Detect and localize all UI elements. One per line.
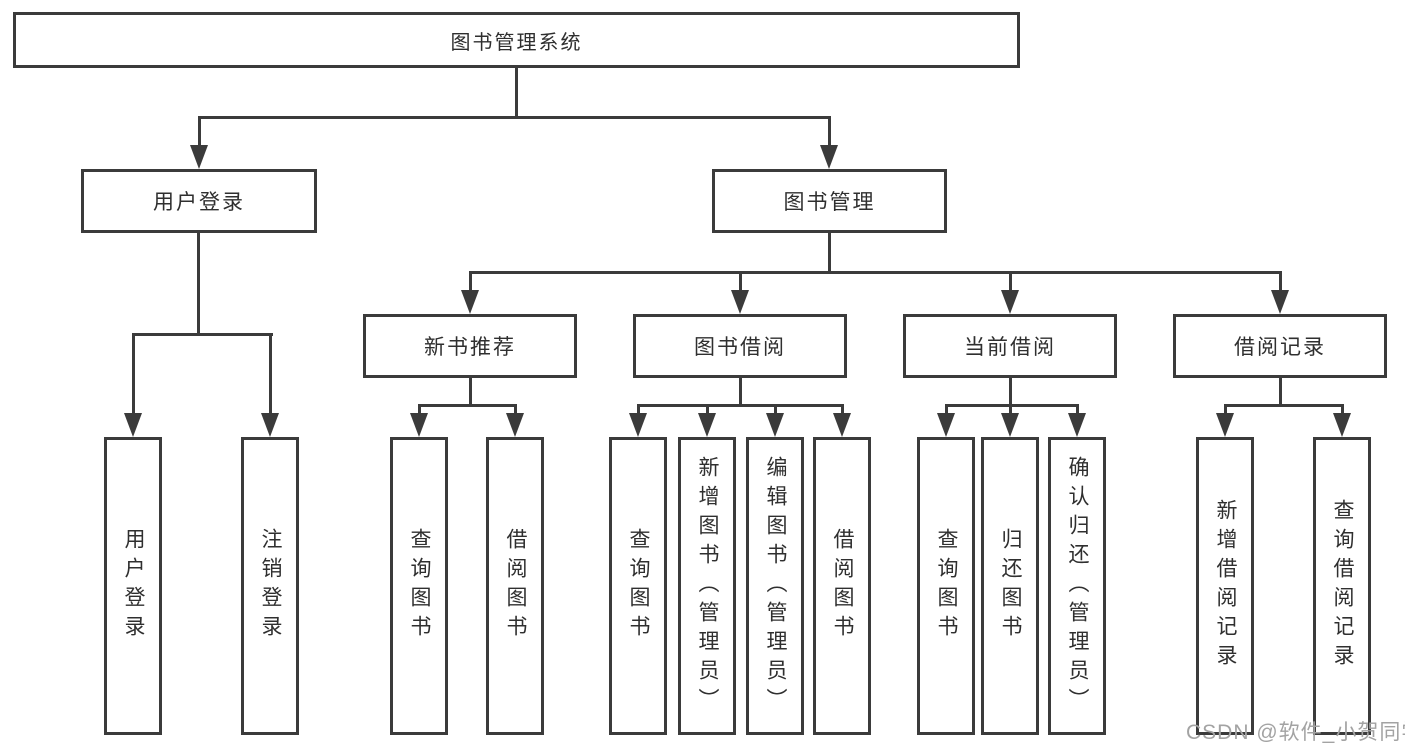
watermark: CSDN @软件_小贺同学 — [1186, 721, 1405, 744]
leaf-query-borrow-record: 查询借阅记录 — [1313, 437, 1371, 735]
line — [1341, 406, 1344, 416]
leaf-label: 查询图书 — [408, 528, 431, 644]
arrowhead-down-icon — [1216, 413, 1234, 437]
leaf-label: 查询借阅记录 — [1331, 499, 1354, 673]
arrowhead-down-icon — [410, 413, 428, 437]
leaf-label: 借阅图书 — [504, 528, 527, 644]
node-library-management-system: 图书管理系统 — [13, 12, 1020, 68]
arrowhead-down-icon — [1001, 413, 1019, 437]
arrowhead-down-icon — [1271, 290, 1289, 314]
leaf-label: 查询图书 — [627, 528, 650, 644]
leaf-add-books-admin: 新增图书（管理员） — [678, 437, 736, 735]
node-current-borrowing: 当前借阅 — [903, 314, 1117, 378]
line — [269, 334, 272, 414]
arrowhead-down-icon — [820, 145, 838, 169]
arrowhead-down-icon — [833, 413, 851, 437]
line — [418, 406, 421, 416]
arrowhead-down-icon — [698, 413, 716, 437]
node-label: 图书管理 — [783, 191, 876, 214]
line — [739, 378, 742, 407]
node-book-management: 图书管理 — [712, 169, 947, 233]
arrowhead-down-icon — [1333, 413, 1351, 437]
leaf-label: 用户登录 — [122, 528, 145, 644]
line — [1076, 406, 1079, 416]
line — [706, 406, 709, 416]
leaf-label: 新增图书（管理员） — [696, 455, 719, 717]
node-book-borrowing: 图书借阅 — [633, 314, 847, 378]
leaf-query-books-current: 查询图书 — [917, 437, 975, 735]
line — [514, 406, 517, 416]
line — [945, 404, 1079, 407]
leaf-label: 新增借阅记录 — [1214, 499, 1237, 673]
line — [418, 404, 517, 407]
leaf-confirm-return-admin: 确认归还（管理员） — [1048, 437, 1106, 735]
leaf-query-books-borrowing: 查询图书 — [609, 437, 667, 735]
node-new-book-recommendation: 新书推荐 — [363, 314, 577, 378]
line — [132, 334, 135, 414]
line — [198, 118, 201, 146]
arrowhead-down-icon — [766, 413, 784, 437]
node-user-login: 用户登录 — [81, 169, 317, 233]
line — [1224, 404, 1344, 407]
node-label: 图书借阅 — [694, 336, 786, 359]
line — [774, 406, 777, 416]
leaf-label: 查询图书 — [935, 528, 958, 644]
arrowhead-down-icon — [506, 413, 524, 437]
line — [197, 233, 200, 335]
line — [1009, 378, 1012, 407]
line — [1009, 272, 1012, 292]
leaf-logout: 注销登录 — [241, 437, 299, 735]
leaf-label: 注销登录 — [259, 528, 282, 644]
line — [1279, 272, 1282, 292]
leaf-add-borrow-record: 新增借阅记录 — [1196, 437, 1254, 735]
node-label: 用户登录 — [153, 191, 245, 214]
arrowhead-down-icon — [461, 290, 479, 314]
line — [945, 406, 948, 416]
leaf-query-books-recommend: 查询图书 — [390, 437, 448, 735]
arrowhead-down-icon — [1001, 290, 1019, 314]
line — [198, 116, 831, 119]
node-label: 图书管理系统 — [450, 31, 583, 54]
line — [469, 378, 472, 407]
arrowhead-down-icon — [629, 413, 647, 437]
line — [637, 406, 640, 416]
arrowhead-down-icon — [124, 413, 142, 437]
line — [469, 271, 1282, 274]
line — [637, 404, 844, 407]
node-label: 借阅记录 — [1234, 336, 1326, 359]
line — [739, 272, 742, 292]
node-label: 新书推荐 — [424, 336, 516, 359]
arrowhead-down-icon — [1068, 413, 1086, 437]
leaf-label: 编辑图书（管理员） — [764, 455, 787, 717]
leaf-return-books: 归还图书 — [981, 437, 1039, 735]
line — [1009, 406, 1012, 416]
leaf-label: 归还图书 — [999, 528, 1022, 644]
arrowhead-down-icon — [190, 145, 208, 169]
node-borrowing-records: 借阅记录 — [1173, 314, 1387, 378]
line — [828, 233, 831, 273]
line — [828, 118, 831, 146]
node-label: 当前借阅 — [964, 336, 1056, 359]
line — [515, 68, 518, 118]
line — [841, 406, 844, 416]
leaf-user-login: 用户登录 — [104, 437, 162, 735]
line — [132, 333, 273, 336]
leaf-label: 借阅图书 — [831, 528, 854, 644]
leaf-edit-books-admin: 编辑图书（管理员） — [746, 437, 804, 735]
line — [469, 272, 472, 292]
arrowhead-down-icon — [937, 413, 955, 437]
arrowhead-down-icon — [731, 290, 749, 314]
line — [1224, 406, 1227, 416]
line — [1279, 378, 1282, 407]
leaf-borrow-books-recommend: 借阅图书 — [486, 437, 544, 735]
leaf-borrow-books: 借阅图书 — [813, 437, 871, 735]
arrowhead-down-icon — [261, 413, 279, 437]
leaf-label: 确认归还（管理员） — [1066, 455, 1089, 717]
